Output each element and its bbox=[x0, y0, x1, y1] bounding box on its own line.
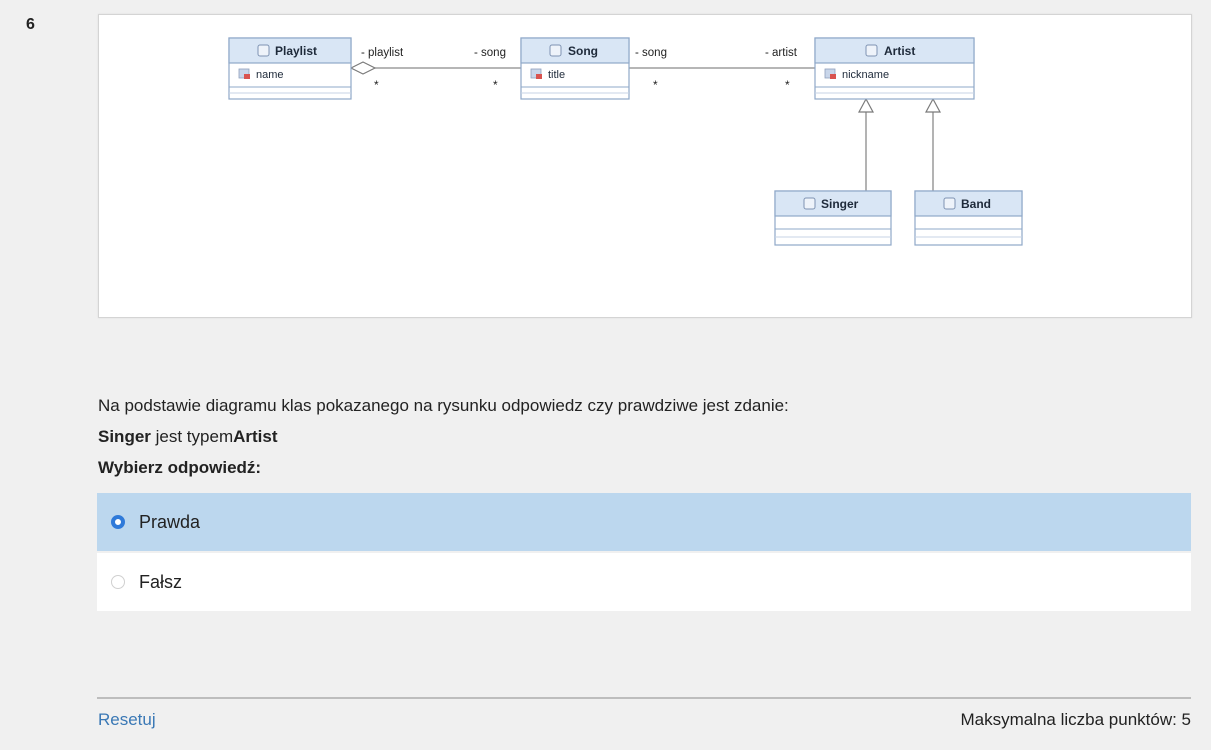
option-label: Prawda bbox=[139, 511, 201, 532]
class-name-singer: Singer bbox=[821, 197, 859, 211]
class-singer: Singer bbox=[774, 190, 892, 246]
role-playlist: - playlist bbox=[361, 47, 404, 59]
class-icon bbox=[865, 44, 878, 57]
class-song: Song title bbox=[520, 37, 630, 100]
radio-selected-icon[interactable] bbox=[111, 515, 125, 529]
statement-object: Artist bbox=[233, 427, 278, 446]
class-name-artist: Artist bbox=[884, 44, 915, 58]
mult-artist: * bbox=[785, 78, 790, 92]
role-song-1: - song bbox=[474, 47, 506, 59]
statement-middle: jest typem bbox=[150, 427, 234, 446]
class-icon bbox=[549, 44, 562, 57]
class-name-song: Song bbox=[568, 44, 598, 58]
class-artist: Artist nickname bbox=[814, 37, 975, 100]
uml-class-diagram: - playlist - song * * - song - artist * … bbox=[228, 37, 1023, 246]
question-number: 6 bbox=[26, 16, 35, 33]
mult-song-2: * bbox=[653, 78, 658, 92]
mult-song-1: * bbox=[493, 78, 498, 92]
footer-divider bbox=[97, 697, 1191, 699]
role-artist: - artist bbox=[765, 47, 798, 59]
class-name-playlist: Playlist bbox=[275, 44, 317, 58]
class-icon bbox=[803, 197, 816, 210]
class-diagram-frame: - playlist - song * * - song - artist * … bbox=[98, 14, 1192, 318]
statement-subject: Singer bbox=[98, 427, 151, 446]
inheritance-arrow-icon bbox=[924, 97, 942, 113]
radio-unselected-icon[interactable] bbox=[111, 575, 125, 589]
answer-options: Prawda Fałsz bbox=[97, 493, 1191, 611]
option-prawda[interactable]: Prawda bbox=[97, 493, 1191, 551]
inheritance-arrow-icon bbox=[857, 97, 875, 113]
class-icon bbox=[257, 44, 270, 57]
question-prompt: Na podstawie diagramu klas pokazanego na… bbox=[98, 396, 789, 415]
class-band: Band bbox=[914, 190, 1023, 246]
attr-playlist-name: name bbox=[256, 69, 284, 81]
attr-song-title: title bbox=[548, 69, 565, 81]
option-label: Fałsz bbox=[139, 571, 183, 592]
class-icon bbox=[943, 197, 956, 210]
class-name-band: Band bbox=[961, 197, 991, 211]
aggregation-diamond-icon bbox=[349, 61, 377, 75]
question-statement: Singer jest typemArtist bbox=[98, 427, 278, 447]
option-falsz[interactable]: Fałsz bbox=[97, 553, 1191, 611]
attr-artist-nickname: nickname bbox=[842, 69, 889, 81]
class-playlist: Playlist name bbox=[228, 37, 352, 100]
mult-playlist: * bbox=[374, 78, 379, 92]
max-points-label: Maksymalna liczba punktów: 5 bbox=[960, 710, 1191, 729]
private-marker-icon bbox=[536, 74, 542, 79]
reset-link[interactable]: Resetuj bbox=[98, 710, 156, 729]
private-marker-icon bbox=[830, 74, 836, 79]
private-marker-icon bbox=[244, 74, 250, 79]
choose-answer-label: Wybierz odpowiedź: bbox=[98, 458, 262, 477]
role-song-2: - song bbox=[635, 47, 667, 59]
